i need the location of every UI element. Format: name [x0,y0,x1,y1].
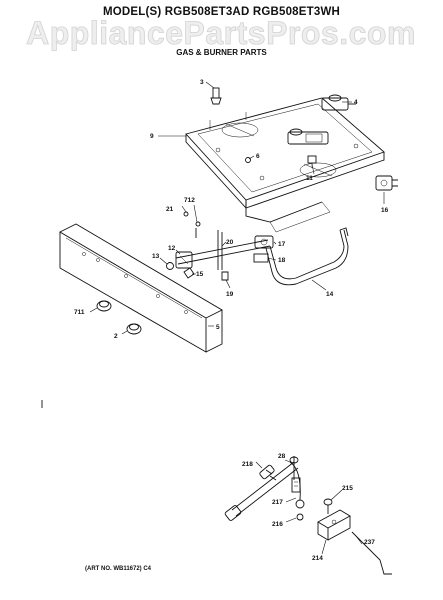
callout-21: 21 [166,206,174,213]
tube-20 [217,230,223,270]
callout-237: 237 [364,539,375,546]
callout-4: 4 [354,99,358,106]
callout-5: 5 [216,324,220,331]
gas-line-14 [265,227,349,286]
callout-3: 3 [200,79,204,86]
fitting-16 [375,175,398,191]
callout-217: 217 [272,499,283,506]
valve-block [287,128,329,145]
callout-15: 15 [196,271,204,278]
ignitor-assembly [224,456,305,521]
art-number: (ART NO. WB11672) C4 [85,566,152,572]
watermark-text: AppliancePartsPros.com [26,15,416,51]
watermark: AppliancePartsPros.com [26,15,416,52]
callout-28: 28 [278,453,286,460]
callout-18: 18 [278,257,286,264]
control-panel [59,223,223,353]
connector-218 [259,464,275,480]
burner-box [185,97,385,233]
wire-28 [289,461,301,501]
valve-12 [166,251,193,270]
callout-19: 19 [226,291,234,298]
part-15 [183,267,195,279]
callout-712: 712 [184,197,195,204]
callout-218: 218 [242,461,253,468]
burner-bracket-214 [317,509,351,541]
callout-2: 2 [114,333,118,340]
leader-lines [89,81,385,555]
callout-16: 16 [381,207,389,214]
callout-17: 17 [278,241,286,248]
callout-9: 9 [150,133,154,140]
callout-14: 14 [326,291,334,298]
screw-6 [245,157,251,163]
lever-237 [351,531,392,575]
callout-215: 215 [342,485,353,492]
callout-12: 12 [168,245,176,252]
section-subtitle: GAS & BURNER PARTS [176,48,267,57]
callout-711: 711 [74,309,85,316]
regulator-17 [254,235,274,249]
knob-2 [126,323,142,335]
callout-13: 13 [152,253,160,260]
part-215 [323,498,333,514]
knob-711 [96,300,112,312]
manifold-tube [175,211,271,265]
model-title: MODEL(S) RGB508ET3AD RGB508ET3WH [102,6,341,18]
part-18 [253,253,269,263]
callout-216: 216 [272,521,283,528]
callout-11: 11 [306,175,313,182]
valve-4 [321,94,356,111]
orifice-3 [210,87,222,105]
callout-6: 6 [256,153,260,160]
callout-labels: 3 4 9 6 11 16 712 21 20 17 18 12 13 15 1… [74,79,389,562]
part-19 [221,271,229,281]
callout-20: 20 [226,239,234,246]
callout-214: 214 [312,555,323,562]
